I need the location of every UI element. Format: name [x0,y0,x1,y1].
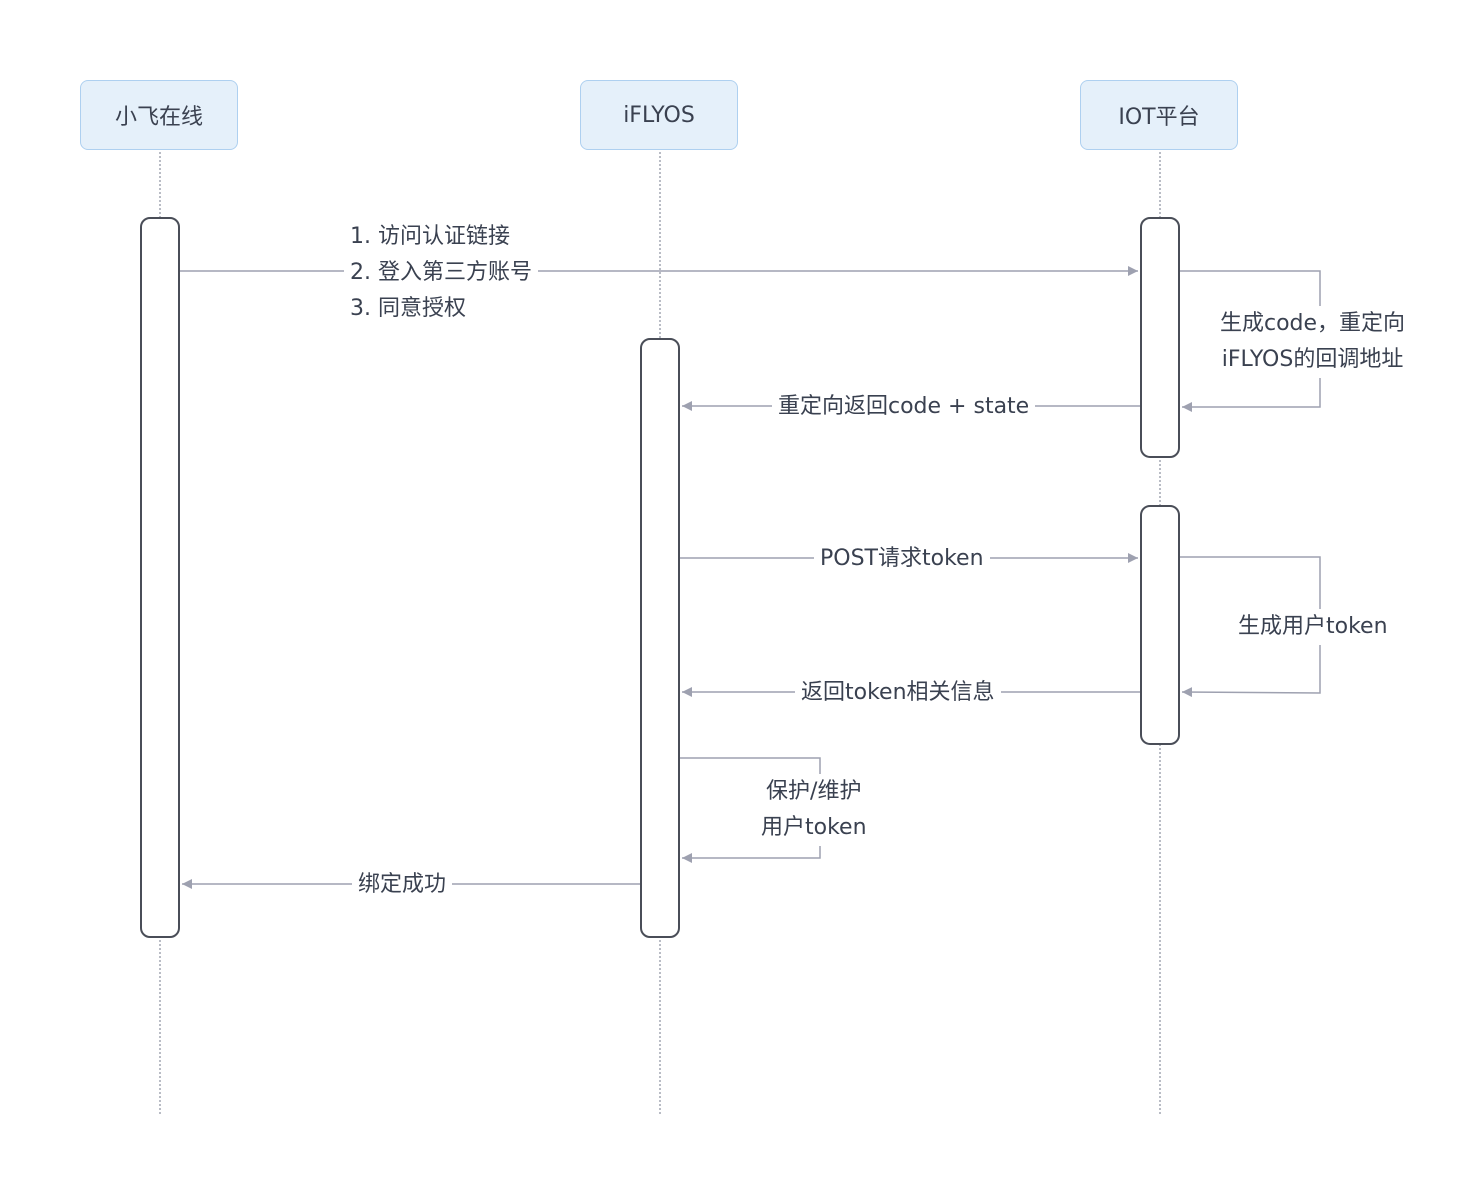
message-label-m6: 返回token相关信息 [795,675,1001,711]
message-label-m1-line-3: 3. 同意授权 [350,296,466,321]
message-label-m2: 生成code，重定向 iFLYOS的回调地址 [1214,306,1412,378]
message-label-m1-line-2: 2. 登入第三方账号 [350,260,532,285]
activation-iflyos [640,338,680,938]
message-label-m6-line-1: 返回token相关信息 [801,680,995,705]
message-label-m5: 生成用户token [1232,609,1394,645]
participant-xiaofei-label: 小飞在线 [114,105,203,130]
message-label-m3-line-1: 重定向返回code + state [778,394,1030,419]
participant-iot: IOT平台 [1080,80,1238,150]
message-label-m4: POST请求token [814,541,990,577]
message-label-m2-line-2: iFLYOS的回调地址 [1221,347,1404,372]
message-label-m7-line-2: 用户token [761,815,867,840]
message-label-m8: 绑定成功 [352,867,453,903]
activation-iot-2 [1140,505,1180,745]
message-label-m3: 重定向返回code + state [772,389,1036,425]
message-label-m7: 保护/维护 用户token [755,774,873,846]
message-label-m1-line-1: 1. 访问认证链接 [350,224,510,249]
participant-iflyos-label: iFLYOS [623,102,695,128]
message-label-m7-line-1: 保护/维护 [766,779,862,804]
activation-xiaofei [140,217,180,938]
message-label-m4-line-1: POST请求token [820,546,984,571]
participant-xiaofei: 小飞在线 [80,80,238,150]
message-label-m2-line-1: 生成code，重定向 [1220,311,1406,336]
activation-iot-1 [1140,217,1180,458]
message-label-m1: 1. 访问认证链接 2. 登入第三方账号 3. 同意授权 [344,219,538,327]
message-label-m5-line-1: 生成用户token [1238,614,1388,639]
message-label-m8-line-1: 绑定成功 [358,872,447,897]
participant-iot-label: IOT平台 [1118,105,1200,130]
participant-iflyos: iFLYOS [580,80,738,150]
